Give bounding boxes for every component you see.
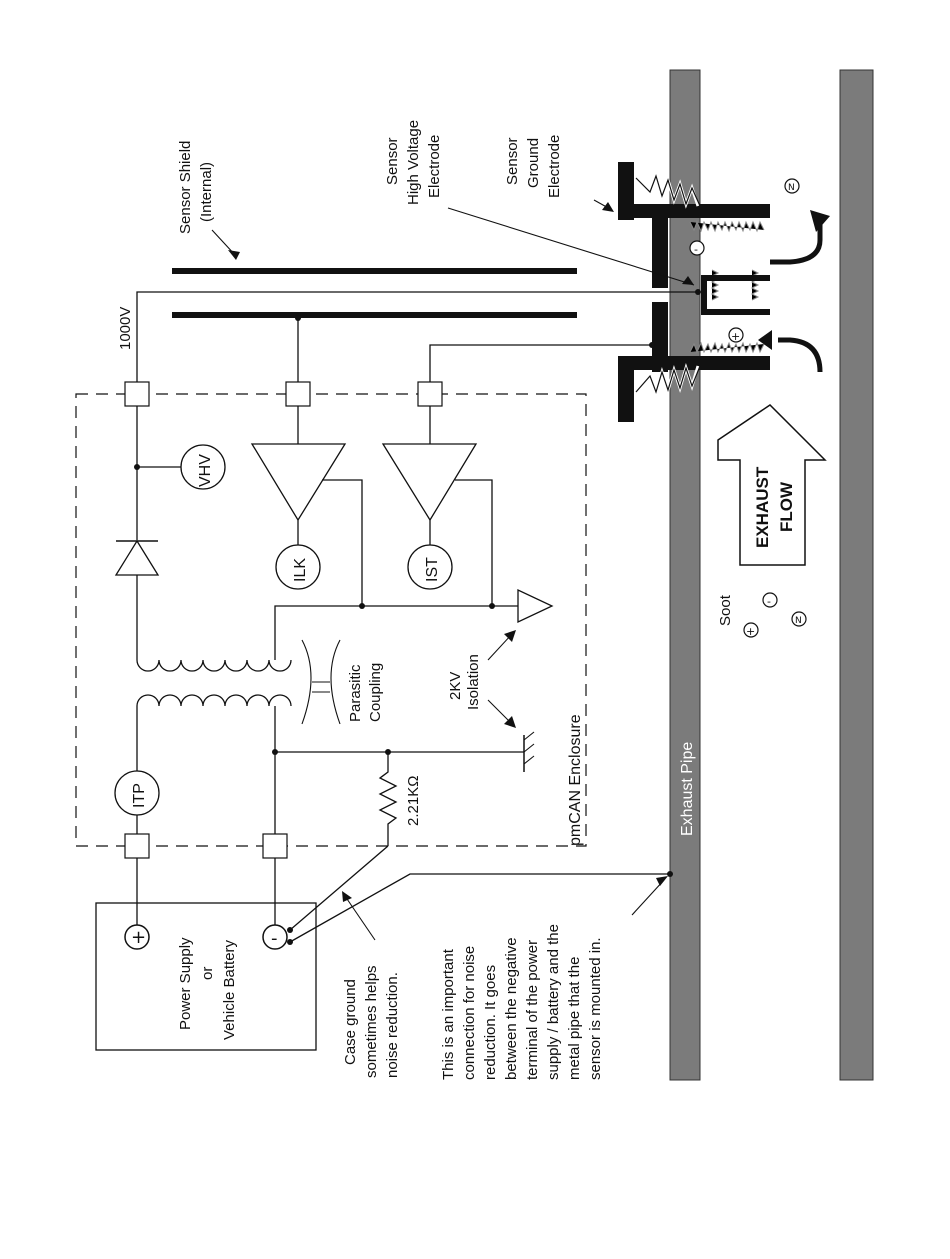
exhaust-flow-label: EXHAUST (753, 466, 772, 548)
transformer-secondary-coil (136, 659, 292, 672)
exhaust-pipe-wall-left (669, 69, 701, 1081)
ground-electrode-wire (429, 344, 652, 394)
sensor-shield-plate-inner (172, 312, 577, 318)
connector-pos (124, 833, 150, 859)
power-supply-label-2: or (199, 967, 216, 980)
gnd-electrode-label-3: Electrode (546, 135, 563, 198)
gnd-electrode-label-2: Ground (525, 138, 542, 188)
ist-meter (407, 544, 453, 590)
resistor-label: 2.21KΩ (405, 776, 422, 826)
exhaust-pipe-wall-right (839, 69, 874, 1081)
case-ground-note-2: sometimes helps (363, 965, 380, 1078)
connector-ilk (285, 381, 311, 407)
sensor-shield-label: Sensor Shield (177, 141, 194, 234)
negative-terminal-symbol: - (271, 928, 278, 949)
exhaust-pipe-label: Exhaust Pipe (679, 742, 696, 836)
ion-minus-top: - (694, 243, 698, 256)
connection-note-7: metal pipe that the (566, 957, 583, 1080)
sensor-shield-plate-outer (172, 268, 577, 274)
soot-label: Soot (717, 594, 734, 626)
connection-note-3: reduction. It goes (482, 965, 499, 1080)
high-voltage-electrode (701, 275, 770, 315)
case-ground-wire (289, 845, 389, 931)
connection-note-1: This is an important (440, 948, 457, 1080)
sensor-ground-electrode (618, 162, 770, 422)
diode (114, 539, 160, 576)
soot-minus: - (767, 595, 771, 608)
connection-note-8: sensor is mounted in. (587, 937, 604, 1080)
connection-note-4: between the negative (503, 937, 520, 1080)
power-supply-label: Power Supply (177, 937, 194, 1030)
connector-neg (262, 833, 288, 859)
ion-plus-top: + (731, 330, 740, 343)
connector-hv (124, 381, 150, 407)
connection-note-6: supply / battery and the (545, 924, 562, 1080)
ilk-label: ILK (292, 558, 309, 582)
itp-label: ITP (131, 783, 148, 808)
gnd-electrode-label-1: Sensor (504, 137, 521, 185)
parasitic-label: Parasitic (347, 664, 364, 722)
vhv-meter (180, 444, 226, 490)
flow-arrow-in (778, 337, 823, 373)
amplifier-ist (381, 443, 478, 522)
soot-plus: + (746, 625, 755, 638)
parasitic-capacitor (301, 639, 341, 725)
isolation-label-2: Isolation (465, 654, 482, 710)
pmcan-enclosure-label: pmCAN Enclosure (567, 714, 584, 846)
connection-note-5: terminal of the power (524, 940, 541, 1080)
ion-n-top: N (788, 183, 795, 193)
vhv-label: VHV (197, 454, 214, 487)
case-ground-note: Case ground (342, 979, 359, 1065)
hv-electrode-label-3: Electrode (426, 135, 443, 198)
exhaust-flow-arrow (717, 404, 827, 566)
parasitic-label-2: Coupling (367, 663, 384, 722)
pipe-ground-wire (289, 873, 670, 943)
hv-electrode-label-2: High Voltage (405, 120, 422, 205)
exhaust-flow-label-2: FLOW (777, 481, 796, 532)
isolation-label: 2KV (447, 672, 464, 700)
sensor-shield-sub-label: (Internal) (198, 162, 215, 222)
soot-n: N (795, 616, 802, 626)
power-supply-label-3: Vehicle Battery (221, 939, 238, 1040)
hv-wire (136, 291, 698, 394)
connection-note-2: connection for noise (461, 946, 478, 1080)
ist-label: IST (424, 557, 441, 582)
voltage-label: 1000V (117, 307, 134, 350)
case-ground-note-3: noise reduction. (384, 972, 401, 1078)
earth-ground-symbol (523, 731, 535, 772)
flow-arrow-out (770, 239, 823, 265)
floating-ground-symbol (517, 588, 554, 624)
connector-ist (417, 381, 443, 407)
resistor-2k21 (378, 752, 398, 846)
transformer-primary-coil (136, 694, 292, 707)
amplifier-ilk (250, 443, 347, 522)
positive-terminal-symbol: + (131, 927, 146, 948)
ilk-meter (275, 544, 321, 590)
hv-electrode-label-1: Sensor (384, 137, 401, 185)
